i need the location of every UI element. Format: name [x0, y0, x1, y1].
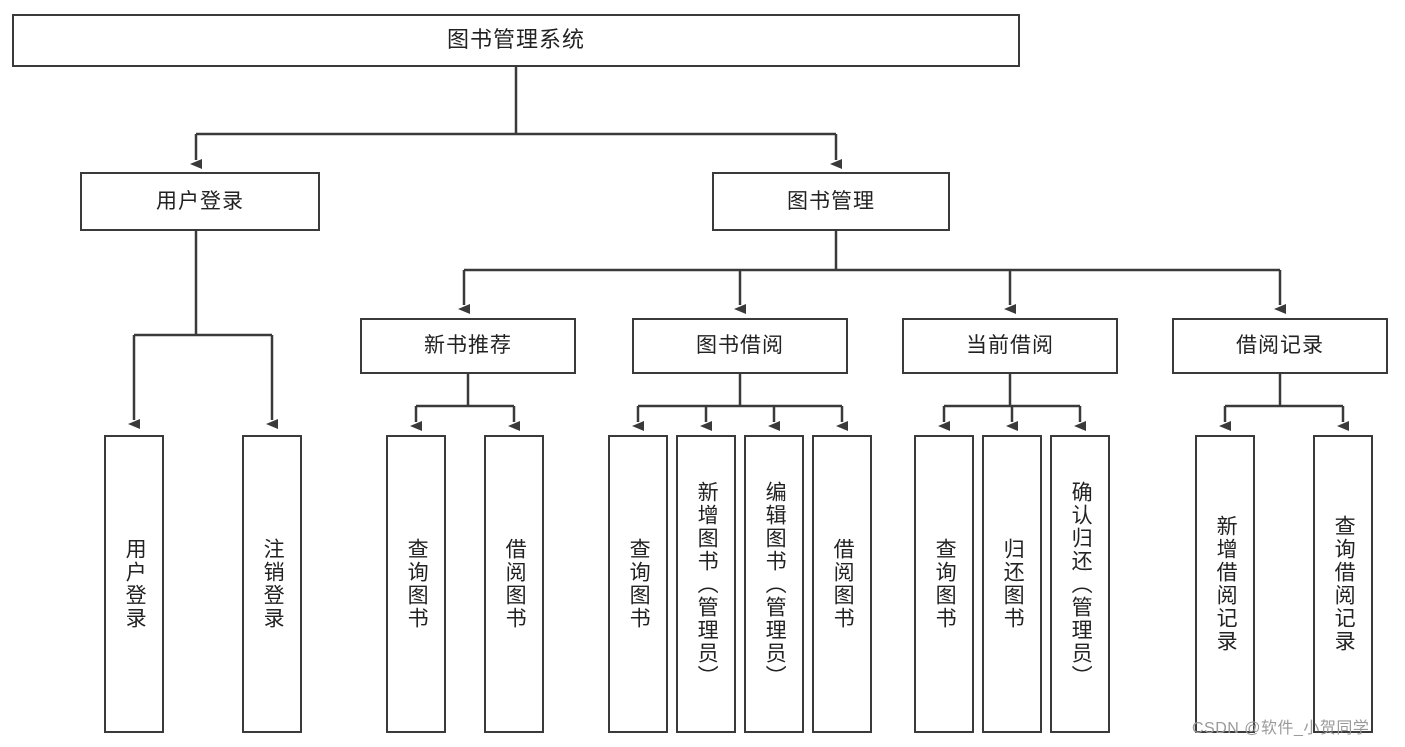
node-book-management[interactable]: 图书管理: [712, 172, 950, 231]
node-label: 编辑图书（管理员）: [763, 480, 787, 688]
node-current-borrow[interactable]: 当前借阅: [902, 318, 1118, 374]
watermark-text: CSDN @软件_小贺同学: [1192, 720, 1370, 737]
leaf-query-book-2[interactable]: 查询图书: [608, 435, 668, 733]
node-label: 借阅图书: [831, 538, 855, 630]
leaf-borrow-book-2[interactable]: 借阅图书: [812, 435, 872, 733]
leaf-add-book[interactable]: 新增图书（管理员）: [676, 435, 736, 733]
leaf-logout[interactable]: 注销登录: [242, 435, 302, 733]
node-label: 注销登录: [261, 538, 285, 630]
node-label: 查询图书: [933, 538, 957, 630]
node-book-borrow[interactable]: 图书借阅: [632, 318, 848, 374]
node-label: 图书管理系统: [446, 27, 585, 53]
node-label: 借阅图书: [503, 538, 527, 630]
node-label: 用户登录: [156, 189, 244, 213]
node-label: 借阅记录: [1236, 334, 1324, 358]
node-label: 查询图书: [405, 538, 429, 630]
node-label: 归还图书: [1001, 538, 1025, 630]
node-label: 图书管理: [787, 189, 875, 213]
node-label: 新书推荐: [424, 334, 512, 358]
node-label: 查询图书: [627, 538, 651, 630]
leaf-borrow-book-1[interactable]: 借阅图书: [484, 435, 544, 733]
leaf-edit-book[interactable]: 编辑图书（管理员）: [744, 435, 804, 733]
node-root-book-management-system[interactable]: 图书管理系统: [12, 14, 1020, 67]
node-label: 查询借阅记录: [1332, 515, 1356, 653]
node-label: 新增借阅记录: [1214, 515, 1238, 653]
node-borrow-record[interactable]: 借阅记录: [1172, 318, 1388, 374]
node-new-book-recommend[interactable]: 新书推荐: [360, 318, 576, 374]
node-label: 当前借阅: [966, 334, 1054, 358]
leaf-user-login[interactable]: 用户登录: [104, 435, 164, 733]
node-label: 图书借阅: [696, 334, 784, 358]
leaf-add-record[interactable]: 新增借阅记录: [1195, 435, 1255, 733]
node-label: 用户登录: [123, 538, 147, 630]
node-user-login[interactable]: 用户登录: [80, 172, 320, 231]
leaf-query-book-3[interactable]: 查询图书: [914, 435, 974, 733]
node-label: 新增图书（管理员）: [695, 480, 719, 688]
node-label: 确认归还（管理员）: [1069, 480, 1093, 688]
leaf-confirm-return[interactable]: 确认归还（管理员）: [1050, 435, 1110, 733]
leaf-query-record[interactable]: 查询借阅记录: [1313, 435, 1373, 733]
leaf-query-book-1[interactable]: 查询图书: [386, 435, 446, 733]
leaf-return-book[interactable]: 归还图书: [982, 435, 1042, 733]
